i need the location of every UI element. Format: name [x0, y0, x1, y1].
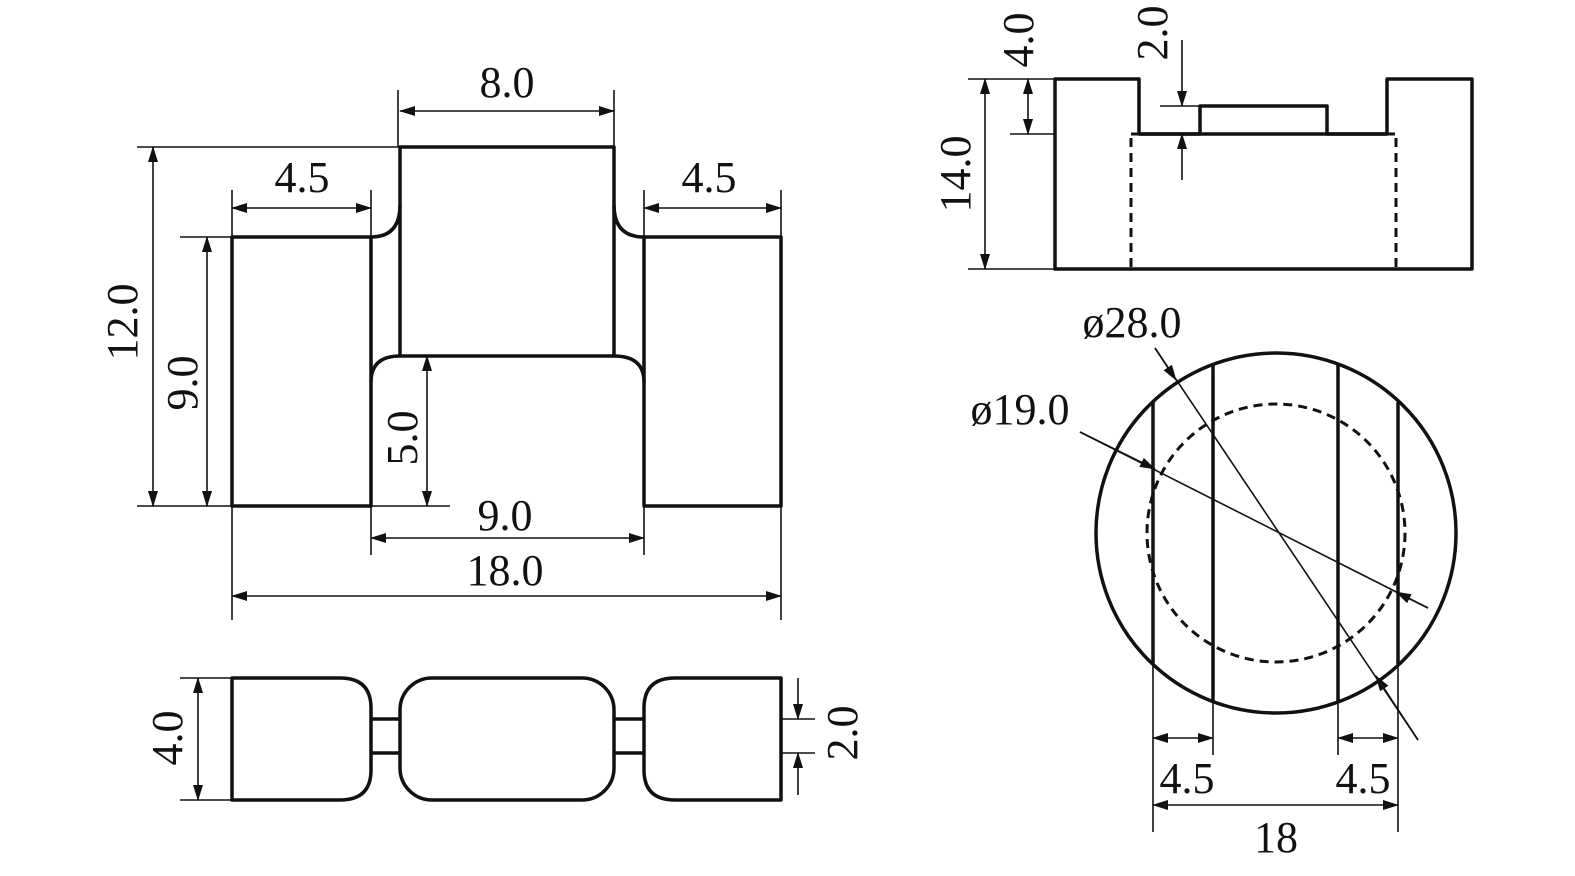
label-step-height: 4.0 [994, 13, 1043, 68]
label-total-width: 18.0 [467, 546, 544, 595]
label-bottom-height: 4.0 [143, 711, 192, 766]
top-view: ø28.0 ø19.0 4.5 4.5 18 [971, 298, 1458, 862]
label-span: 18 [1254, 813, 1298, 862]
label-left-leg-width: 4.5 [275, 153, 330, 202]
side-view: 4.0 2.0 14.0 [931, 6, 1474, 271]
fillet-top-right [612, 204, 645, 239]
leader-outer-diameter [1154, 347, 1419, 741]
side-outline [1053, 77, 1474, 271]
bottom-left-segment [230, 676, 373, 802]
right-leg [642, 235, 783, 508]
inner-circle [1145, 402, 1407, 664]
label-side-height: 14.0 [931, 136, 980, 213]
label-right-leg-width: 4.5 [682, 153, 737, 202]
label-right-offset: 4.5 [1336, 754, 1391, 803]
label-gap-width: 9.0 [478, 491, 533, 540]
label-total-height: 12.0 [98, 284, 147, 361]
label-slot-depth: 2.0 [1128, 6, 1177, 61]
fillet-bottom-right [613, 354, 646, 383]
fillet-top-left [370, 204, 402, 239]
bottom-view: 4.0 2.0 [143, 676, 867, 802]
label-top-width: 8.0 [480, 58, 535, 107]
label-left-offset: 4.5 [1160, 754, 1215, 803]
fillet-bottom-left [369, 354, 401, 383]
left-leg [230, 235, 373, 508]
center-block [398, 145, 616, 358]
front-view: 8.0 4.5 4.5 12.0 9.0 5.0 9.0 18.0 [98, 58, 783, 620]
bottom-center-segment [398, 676, 616, 802]
label-outer-diameter: ø28.0 [1083, 298, 1182, 347]
outer-circle [1094, 351, 1458, 715]
label-leg-height: 9.0 [158, 356, 207, 411]
label-neck-gap: 2.0 [818, 706, 867, 761]
label-inner-diameter: ø19.0 [971, 385, 1070, 434]
label-gap-height: 5.0 [378, 411, 427, 466]
bottom-right-segment [642, 676, 783, 802]
